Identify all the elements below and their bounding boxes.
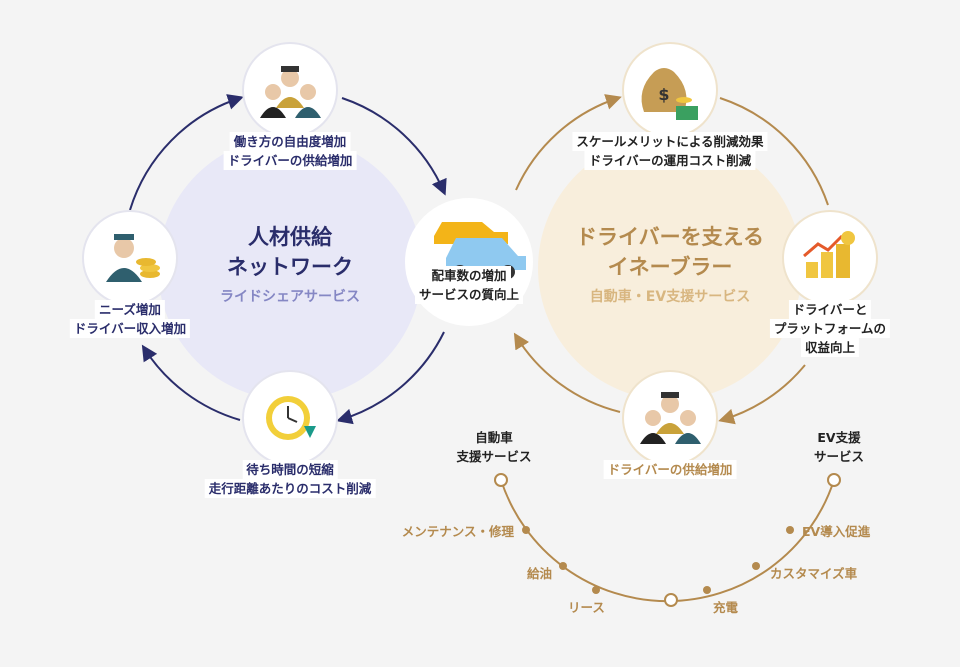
label-line: スケールメリットによる削減効果 [572,132,768,151]
growth-chart-icon [803,231,855,278]
arrow-top-to-right [719,97,829,206]
clock-icon [266,396,316,440]
arc-heading-right: EV支援 サービス [814,428,864,466]
arc-dot-fuel [559,562,567,570]
label-line: ドライバーの供給増加 [603,460,737,479]
label-line: 働き方の自由度増加 [229,132,351,151]
label-line: ドライバーの運用コスト削減 [584,151,756,170]
heading-line: サービス [813,449,865,464]
node-left [82,210,178,306]
node-bottom-right [622,370,718,466]
arc-label-lease: リース [568,600,605,615]
heading-line: EV支援 [817,430,861,445]
label-right: ドライバーと プラットフォームの 収益向上 [769,300,891,357]
arc-dot-custom [752,562,760,570]
label-line: 走行距離あたりのコスト削減 [204,479,376,498]
center-label: 配車数の増加 サービスの質向上 [414,266,524,304]
label-line: 配車数の増加 [427,266,511,285]
arc-label-custom: カスタマイズ車 [770,566,858,581]
arc-mid-node [664,593,678,607]
arrow-right-to-bottom [718,364,806,425]
title-line: ネットワーク [227,255,353,279]
right-cycle-circle [538,136,802,400]
title-line: 人材供給 [248,225,332,249]
left-cycle-subtitle: ライドシェアサービス [220,289,360,305]
arc-start-node [494,473,508,487]
heading-line: 自動車 [475,430,513,445]
arrow-bottom-to-left [141,344,241,421]
left-cycle-circle [158,136,422,400]
arrow-center-to-top-right [515,94,622,191]
arrow-center-to-bottom [336,331,445,425]
label-line: ドライバーの供給増加 [223,151,357,170]
label-top-left: 働き方の自由度増加 ドライバーの供給増加 [223,132,357,170]
money-bag-icon: $ [641,68,698,120]
arrow-bottom-to-center [513,332,621,413]
arrow-left-to-top [129,94,244,211]
arc-end-node [827,473,841,487]
label-line: ニーズ増加 [95,300,165,319]
label-line: サービスの質向上 [414,285,524,304]
arc-dot-charging [703,586,711,594]
arc-label-fuel: 給油 [526,566,552,581]
drivers-icon-right [640,392,701,444]
right-cycle-title: ドライバーを支える イネーブラー [576,222,764,282]
label-bottom-left: 待ち時間の短縮 走行距離あたりのコスト削減 [204,460,376,498]
arc-heading-left: 自動車 支援サービス [456,428,531,466]
label-bottom-right: ドライバーの供給増加 [603,460,737,479]
label-line: 収益向上 [800,338,860,357]
arrow-top-to-center [341,97,447,196]
left-cycle-title: 人材供給 ネットワーク [227,222,353,282]
arc-label-ev: EV導入促進 [802,524,871,539]
label-left: ニーズ増加 ドライバー収入増加 [69,300,191,338]
heading-line: 支援サービス [456,449,532,464]
arc-dot-lease [592,586,600,594]
title-line: イネーブラー [607,255,733,279]
drivers-icon [260,66,321,118]
service-arc [500,479,835,603]
title-line: ドライバーを支える [576,225,764,249]
arc-dot-maintenance [522,526,530,534]
label-line: ドライバー収入増加 [69,319,191,338]
right-cycle-subtitle: 自動車・EV支援サービス [589,289,751,305]
label-top-right: スケールメリットによる削減効果 ドライバーの運用コスト削減 [572,132,768,170]
label-line: プラットフォームの [769,319,891,338]
node-top-left [242,42,338,138]
arc-label-maintenance: メンテナンス・修理 [401,524,514,539]
label-line: ドライバーと [788,300,872,319]
arc-label-charging: 充電 [713,600,739,615]
label-line: 待ち時間の短縮 [242,460,338,479]
arc-dot-ev [786,526,794,534]
driver-coins-icon [106,234,160,282]
svg-text:$: $ [658,85,669,104]
